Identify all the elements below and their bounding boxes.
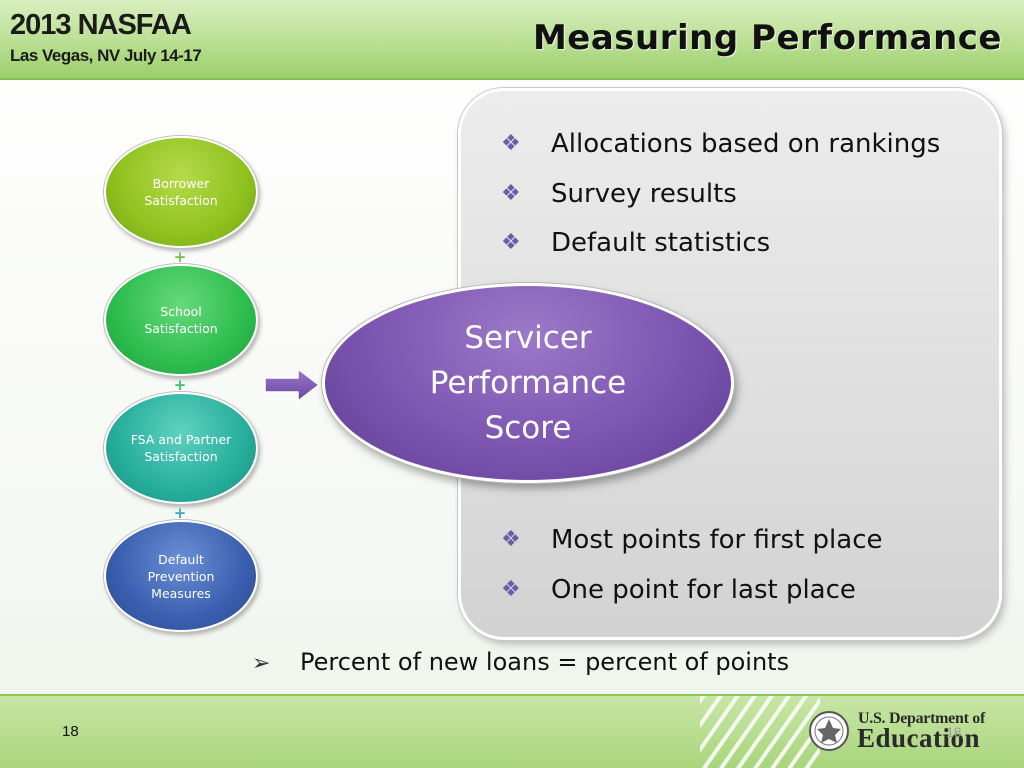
plus-icon: +: [173, 248, 187, 266]
bullet-item: ❖ Default statistics: [501, 224, 940, 274]
bullet-item: ❖ Survey results: [501, 175, 940, 225]
circle-default-prevention: Default Prevention Measures: [104, 520, 258, 632]
bullet-item: ❖ One point for last place: [501, 571, 883, 621]
score-label: Servicer Performance Score: [430, 316, 626, 451]
bottom-bullet: ➢ Percent of new loans = percent of point…: [252, 648, 789, 676]
diamond-bullet-icon: ❖: [501, 131, 521, 156]
bottom-bullet-list: ❖ Most points for first place ❖ One point …: [501, 521, 883, 620]
right-arrow-icon: [264, 368, 320, 402]
score-line: Servicer: [464, 319, 592, 356]
plus-icon: +: [173, 376, 187, 394]
score-line: Performance: [429, 364, 627, 401]
page-number: 18: [62, 723, 79, 740]
top-bullet-list: ❖ Allocations based on rankings ❖ Survey r…: [501, 125, 940, 274]
logo-department-text: U.S. Department of: [858, 710, 986, 727]
diamond-bullet-icon: ❖: [501, 230, 521, 255]
diamond-bullet-icon: ❖: [501, 527, 521, 552]
footer-stripes: [700, 696, 820, 768]
arrowhead-bullet-icon: ➢: [252, 651, 271, 676]
logo-education-text: Education: [857, 723, 981, 753]
diamond-bullet-icon: ❖: [501, 576, 521, 602]
circle-fsa-partner-satisfaction: FSA and Partner Satisfaction: [104, 392, 258, 504]
circle-school-satisfaction: School Satisfaction: [104, 264, 258, 376]
slide-title: Measuring Performance: [532, 18, 1002, 58]
footer-band: 18 U.S. Department of Education 18: [0, 694, 1024, 768]
score-line: Score: [484, 409, 572, 446]
plus-icon: +: [173, 504, 187, 522]
bullet-text: Default statistics: [551, 228, 771, 258]
servicer-performance-score-ellipse: Servicer Performance Score: [322, 283, 734, 483]
bullet-text: One point for last place: [551, 574, 856, 605]
circle-borrower-satisfaction: Borrower Satisfaction: [104, 136, 258, 248]
diamond-bullet-icon: ❖: [501, 180, 521, 206]
header-band: 2013 NASFAA Las Vegas, NV July 14-17 Mea…: [0, 0, 1024, 80]
bullet-text: Survey results: [551, 178, 737, 209]
bullet-text: Allocations based on rankings: [551, 129, 941, 159]
bullet-item: ❖ Allocations based on rankings: [501, 125, 940, 175]
conference-subtitle: Las Vegas, NV July 14-17: [10, 46, 202, 65]
bullet-item: ❖ Most points for first place: [501, 521, 883, 571]
department-seal-icon: [809, 711, 849, 751]
conference-title: 2013 NASFAA: [10, 9, 192, 41]
bullet-text: Most points for first place: [551, 525, 883, 555]
faint-page-number: 18: [946, 724, 962, 740]
bottom-bullet-text: Percent of new loans = percent of points: [300, 648, 790, 676]
